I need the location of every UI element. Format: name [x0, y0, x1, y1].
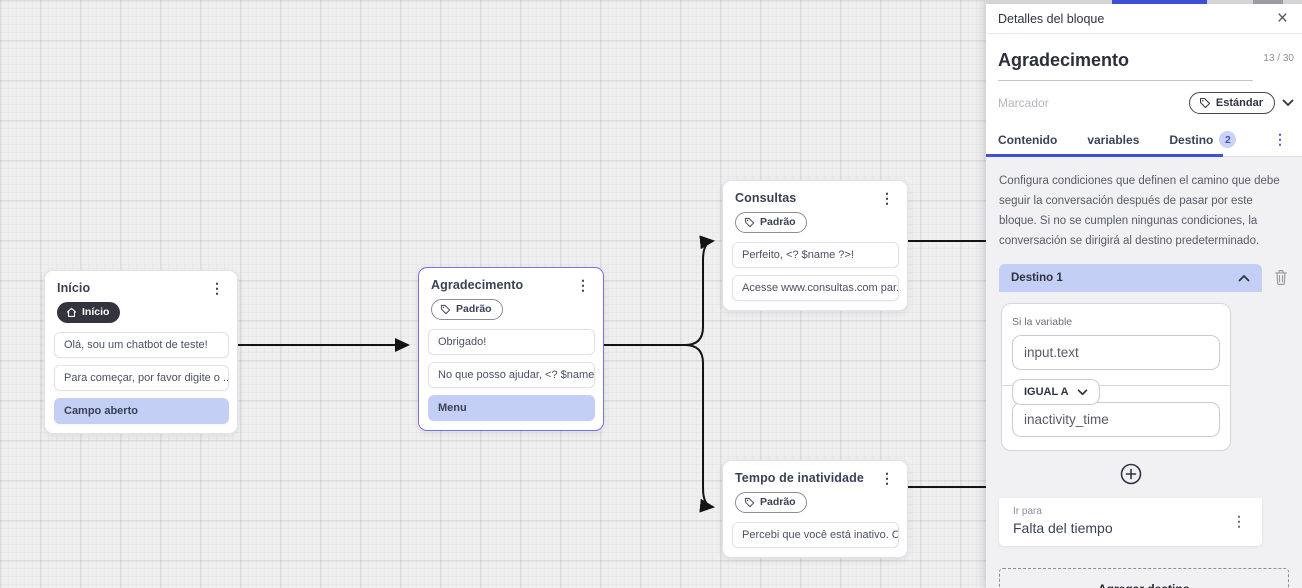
badge-label: Padrão [456, 303, 492, 316]
node-message[interactable]: Acesse www.consultas.com par... [732, 275, 899, 301]
flow-node-consultas[interactable]: Consultas ⋮ Padrão Perfeito, <? $name ?>… [722, 180, 908, 311]
flow-node-tempo-inatividade[interactable]: Tempo de inatividade ⋮ Padrão Percebi qu… [722, 460, 908, 558]
destination-title: Destino 1 [1011, 272, 1063, 284]
block-details-panel: Detalles del bloque × 13 / 30 Estándar C… [986, 0, 1302, 588]
standard-badge: Padrão [735, 212, 807, 233]
node-title: Agradecimento [431, 278, 524, 292]
destination-header[interactable]: Destino 1 [999, 264, 1262, 292]
node-menu-icon[interactable]: ⋮ [880, 190, 894, 206]
node-menu-icon[interactable]: ⋮ [880, 470, 894, 486]
plus-circle-icon [1120, 463, 1141, 485]
condition-variable-input[interactable] [1012, 335, 1220, 370]
block-name-input[interactable] [998, 50, 1254, 81]
tabs-menu-icon[interactable]: ⋮ [1273, 131, 1287, 147]
char-counter: 13 / 30 [1263, 53, 1294, 64]
condition-label: Si la variable [1012, 316, 1073, 328]
node-title: Início [57, 281, 91, 295]
home-icon [66, 307, 77, 317]
node-message[interactable]: Olá, sou um chatbot de teste! [54, 332, 229, 358]
block-type-pill[interactable]: Estándar [1188, 92, 1275, 114]
badge-label: Início [82, 306, 110, 319]
start-badge: Início [57, 302, 121, 323]
tab-contenido[interactable]: Contenido [998, 132, 1058, 147]
node-title: Tempo de inatividade [735, 471, 864, 485]
standard-badge: Padrão [735, 492, 807, 513]
node-menu-icon[interactable]: ⋮ [210, 280, 224, 296]
tab-destino[interactable]: Destino 2 [1169, 131, 1237, 148]
destino-count-badge: 2 [1219, 131, 1237, 148]
delete-destination-button[interactable] [1273, 269, 1289, 286]
badge-label: Padrão [760, 216, 796, 229]
operator-dropdown[interactable]: IGUAL A [1012, 379, 1100, 405]
node-message[interactable]: Percebi que você está inativo. C... [732, 522, 899, 548]
goto-menu-icon[interactable]: ⋮ [1232, 512, 1246, 529]
panel-title: Detalles del bloque [998, 12, 1105, 26]
node-message[interactable]: Obrigado! [428, 329, 595, 355]
goto-value: Falta del tiempo [1013, 520, 1113, 536]
close-icon[interactable]: × [1276, 8, 1288, 29]
top-strip-accent [1112, 0, 1207, 4]
add-condition-button[interactable] [1120, 463, 1142, 485]
node-message[interactable]: Para começar, por favor digite o ... [54, 365, 229, 391]
badge-label: Padrão [760, 496, 796, 509]
node-open-field[interactable]: Campo aberto [54, 398, 229, 424]
block-type-label: Estándar [1215, 97, 1263, 109]
panel-top-strip [986, 0, 1302, 4]
standard-badge: Padrão [431, 299, 503, 320]
node-menu-icon[interactable]: ⋮ [576, 277, 590, 293]
node-menu-item[interactable]: Menu [428, 395, 595, 421]
chevron-up-icon[interactable] [1238, 274, 1250, 282]
trash-icon [1275, 270, 1287, 285]
destination-description: Configura condiciones que definen el cam… [999, 175, 1280, 247]
top-strip-dark [1253, 0, 1283, 4]
tab-variables[interactable]: variables [1087, 132, 1140, 147]
destination-card: Destino 1 Si la variable IGUAL A [999, 264, 1262, 546]
chevron-down-icon[interactable] [1282, 99, 1294, 107]
chevron-down-icon [1077, 388, 1087, 395]
active-tab-indicator [986, 154, 1223, 157]
node-message[interactable]: Perfeito, <? $name ?>! [732, 242, 899, 268]
flow-node-agradecimento[interactable]: Agradecimento ⋮ Padrão Obrigado! No que … [418, 267, 604, 431]
condition-box: Si la variable IGUAL A [1001, 303, 1231, 451]
condition-value-input[interactable] [1012, 402, 1220, 437]
flow-node-inicio[interactable]: Início ⋮ Início Olá, sou um chatbot de t… [44, 270, 238, 434]
goto-label: Ir para [1013, 506, 1042, 517]
tag-icon [1199, 98, 1210, 108]
node-title: Consultas [735, 191, 797, 205]
tag-icon [744, 497, 755, 508]
tag-icon [440, 304, 451, 315]
goto-row[interactable]: Ir para Falta del tiempo ⋮ [999, 498, 1262, 546]
node-message[interactable]: No que posso ajudar, <? $name ... [428, 362, 595, 388]
tag-icon [744, 217, 755, 228]
marker-input[interactable] [998, 96, 1189, 110]
add-destination-button[interactable]: Agregar destino [999, 568, 1289, 588]
